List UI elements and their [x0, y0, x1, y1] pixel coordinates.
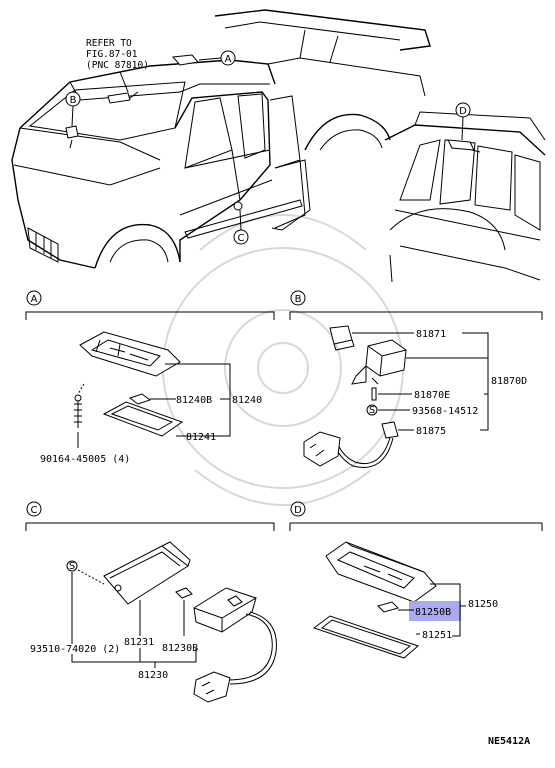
reference-note-line-1: REFER TO: [86, 38, 132, 49]
reference-note-line-2: FIG.87-01: [86, 49, 138, 60]
section-D: D 81250B 81250 81251: [289, 501, 543, 659]
part-81250: 81250: [468, 599, 498, 610]
callout-D-top[interactable]: D: [455, 102, 471, 141]
part-81240: 81240: [232, 395, 262, 406]
part-81250B: 81250B: [415, 607, 451, 618]
part-81230: 81230: [138, 670, 168, 681]
pickup-truck-drawing: [11, 9, 431, 269]
section-B: B S 81871 81870D 81870E 93568-14512 81: [289, 290, 543, 468]
callout-C-top[interactable]: C: [233, 209, 249, 245]
part-81241: 81241: [186, 432, 216, 443]
part-81875: 81875: [416, 426, 446, 437]
part-81240B: 81240B: [176, 395, 212, 406]
section-B-letter: B: [295, 294, 302, 305]
wagon-drawing: [384, 111, 546, 283]
section-C: C S 81231 81230B 93510-74020 (2) 8123: [25, 501, 277, 703]
part-93568-14512: 93568-14512: [412, 406, 478, 417]
part-81871: 81871: [416, 329, 446, 340]
part-81230B: 81230B: [162, 643, 198, 654]
callout-letter: D: [459, 106, 467, 117]
callout-A-top[interactable]: A: [198, 50, 236, 66]
part-81870E: 81870E: [414, 390, 450, 401]
s-mark-icon: S: [369, 405, 375, 416]
callout-B-top[interactable]: B: [65, 91, 81, 127]
section-A: A 81240B 81240 81241 90164-45005 (4): [25, 290, 275, 465]
part-81231: 81231: [124, 637, 154, 648]
section-A-letter: A: [31, 294, 38, 305]
part-81870D: 81870D: [491, 376, 527, 387]
reference-note: REFER TO FIG.87-01 (PNC 87810): [86, 38, 149, 93]
callout-letter: C: [238, 233, 245, 244]
part-81251: 81251: [422, 630, 452, 641]
reference-note-line-3: (PNC 87810): [86, 60, 149, 71]
section-C-letter: C: [31, 505, 38, 516]
highlight-81250B: [409, 601, 461, 621]
callout-letter: A: [225, 54, 232, 65]
part-90164-45005: 90164-45005 (4): [40, 454, 130, 465]
part-93510-74020: 93510-74020 (2): [30, 644, 120, 655]
section-D-letter: D: [294, 505, 302, 516]
s-mark-icon: S: [69, 561, 75, 572]
callout-letter: B: [70, 95, 77, 106]
catalog-code: NE5412A: [488, 736, 530, 747]
